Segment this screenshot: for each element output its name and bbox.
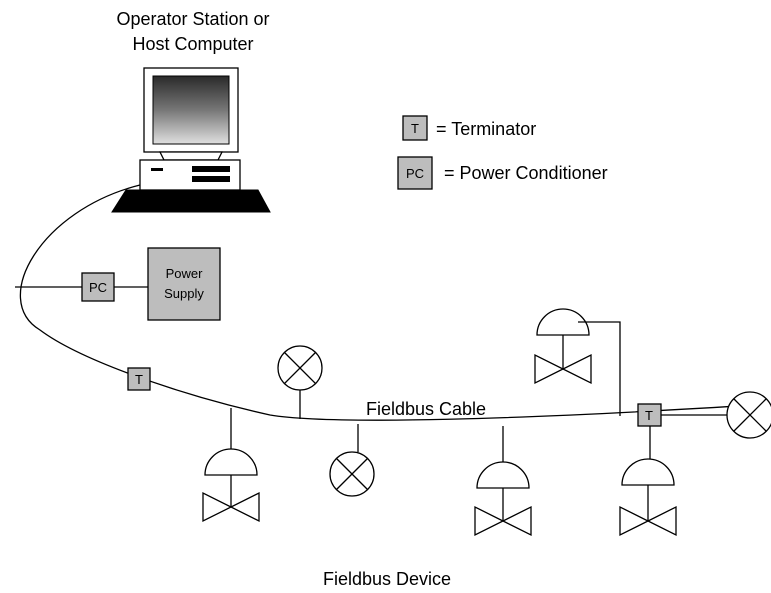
terminator-left-text: T xyxy=(135,372,143,387)
legend-pc-symbol xyxy=(397,156,433,190)
host-title-line1: Operator Station or xyxy=(116,9,269,29)
host-title-line2: Host Computer xyxy=(132,34,253,54)
power-supply-line1: Power xyxy=(166,266,204,281)
legend-terminator-label: = Terminator xyxy=(436,119,536,139)
legend: T = Terminator PC = Power Conditioner xyxy=(397,115,608,190)
terminator-left: T xyxy=(127,367,151,391)
cable-label: Fieldbus Cable xyxy=(366,399,486,419)
valve-icon xyxy=(474,426,532,537)
power-supply-line2: Supply xyxy=(164,286,204,301)
legend-terminator-symbol-text: T xyxy=(411,121,419,136)
terminator-right: T xyxy=(637,403,727,460)
legend-pc-label: = Power Conditioner xyxy=(444,163,608,183)
valve-icon xyxy=(619,458,677,537)
power-conditioner-box: PC xyxy=(81,272,115,302)
power-conditioner-text: PC xyxy=(89,280,107,295)
transmitter-icon xyxy=(329,424,375,497)
valve-icon xyxy=(534,308,621,416)
device-caption: Fieldbus Device xyxy=(323,569,451,589)
terminator-right-text: T xyxy=(645,408,653,423)
legend-pc-symbol-text: PC xyxy=(406,166,424,181)
legend-terminator-symbol xyxy=(402,115,428,141)
fieldbus-cable xyxy=(19,184,771,421)
transmitter-icon xyxy=(277,345,323,419)
computer-icon xyxy=(111,67,271,213)
transmitter-icon xyxy=(726,391,771,439)
power-supply-box: Power Supply xyxy=(147,247,221,321)
valve-icon xyxy=(202,408,260,523)
